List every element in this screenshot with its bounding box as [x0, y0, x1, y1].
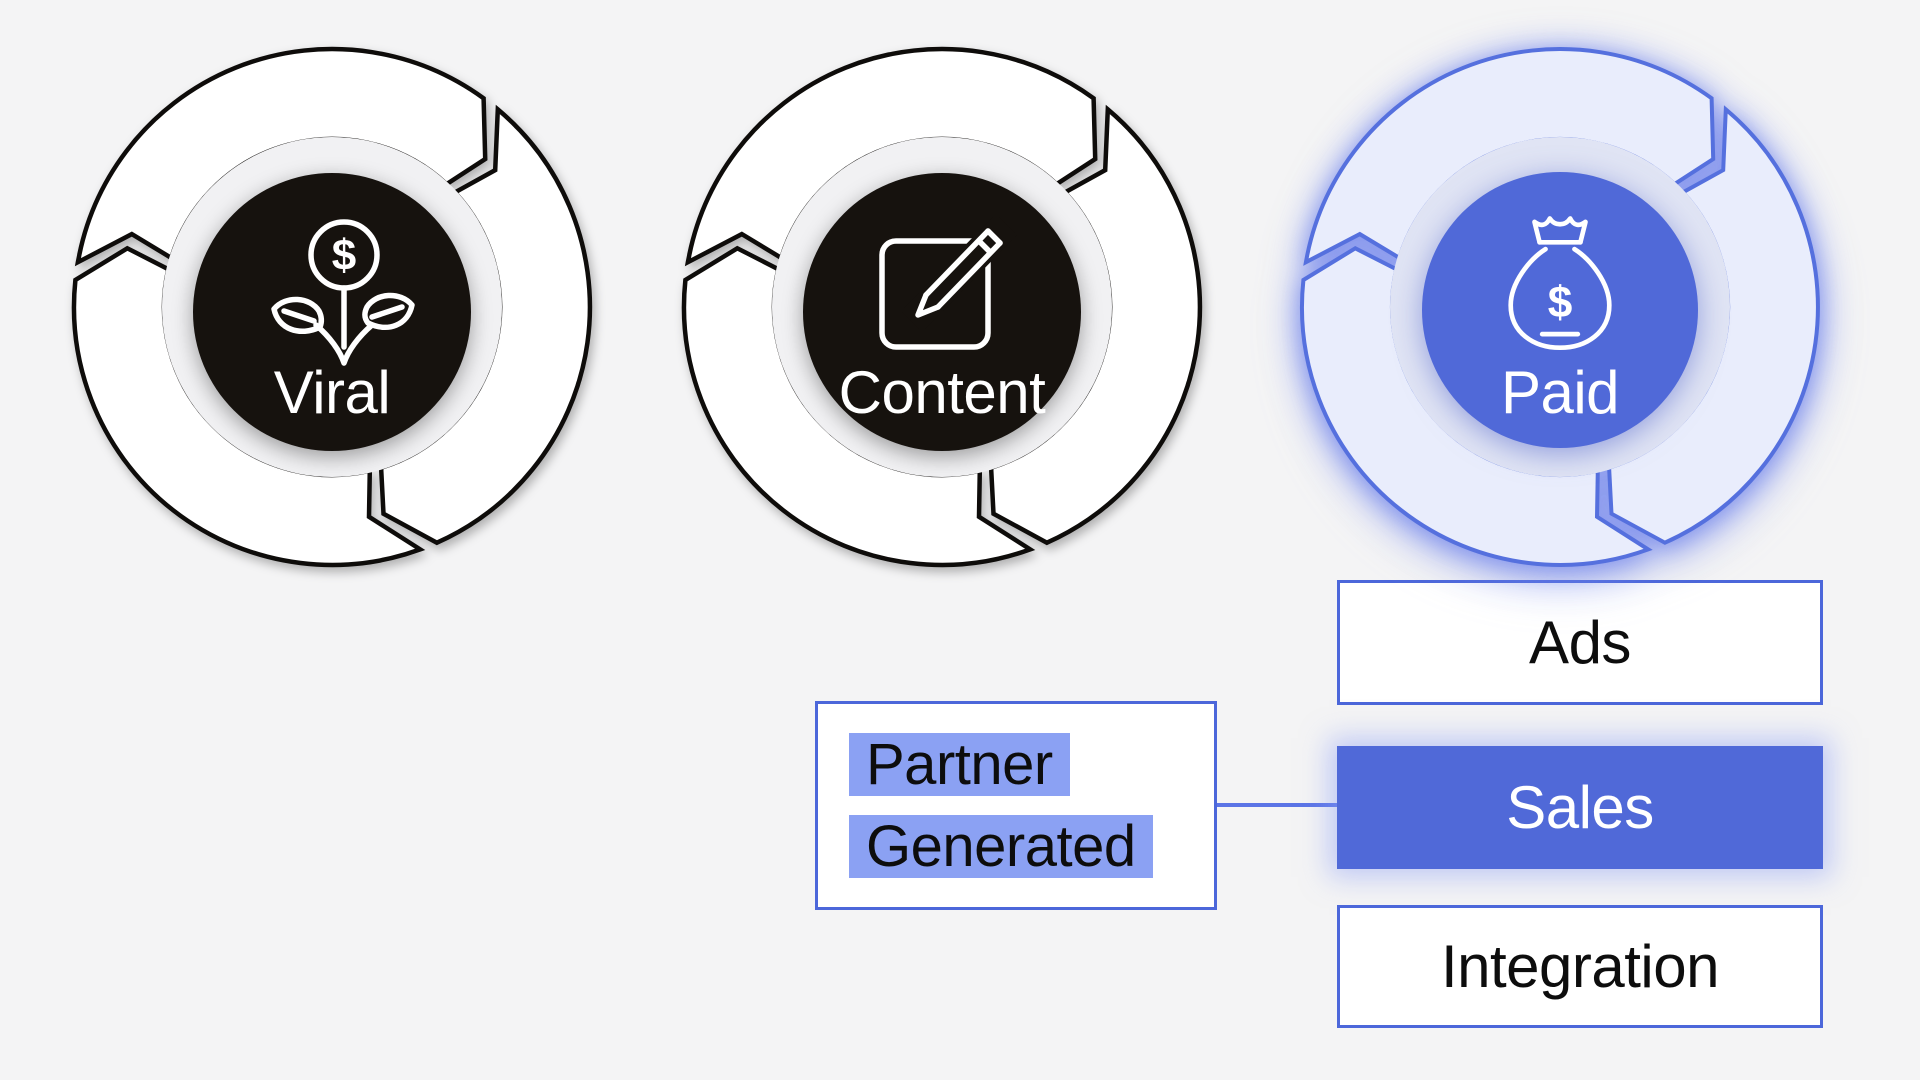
money-plant-icon: $ — [271, 219, 415, 366]
core-circle — [803, 173, 1081, 451]
generated-highlight-line: Generated — [849, 815, 1153, 878]
channel-box-ads: Ads — [1337, 580, 1823, 705]
loop-label: Paid — [1501, 359, 1619, 426]
core-circle — [193, 173, 471, 451]
cycle-arrows — [71, 46, 593, 568]
channel-label: Sales — [1506, 774, 1654, 841]
core-circle — [1422, 172, 1698, 448]
partner-generated-box: Partner Generated — [815, 701, 1217, 910]
channel-box-sales: Sales — [1337, 746, 1823, 869]
edit-pencil-icon — [879, 213, 1018, 350]
channel-label: Ads — [1529, 609, 1631, 676]
svg-text:$: $ — [332, 231, 356, 280]
channel-box-integration: Integration — [1337, 905, 1823, 1028]
cycle-arrows — [681, 46, 1203, 568]
loop-label: Viral — [274, 359, 390, 426]
partner-highlight-line: Partner — [849, 733, 1070, 796]
channel-label: Integration — [1440, 933, 1720, 1000]
connector-line — [1217, 803, 1339, 807]
svg-text:$: $ — [1548, 278, 1573, 327]
money-bag-icon: $ — [1508, 216, 1612, 351]
loop-label: Content — [839, 359, 1046, 426]
